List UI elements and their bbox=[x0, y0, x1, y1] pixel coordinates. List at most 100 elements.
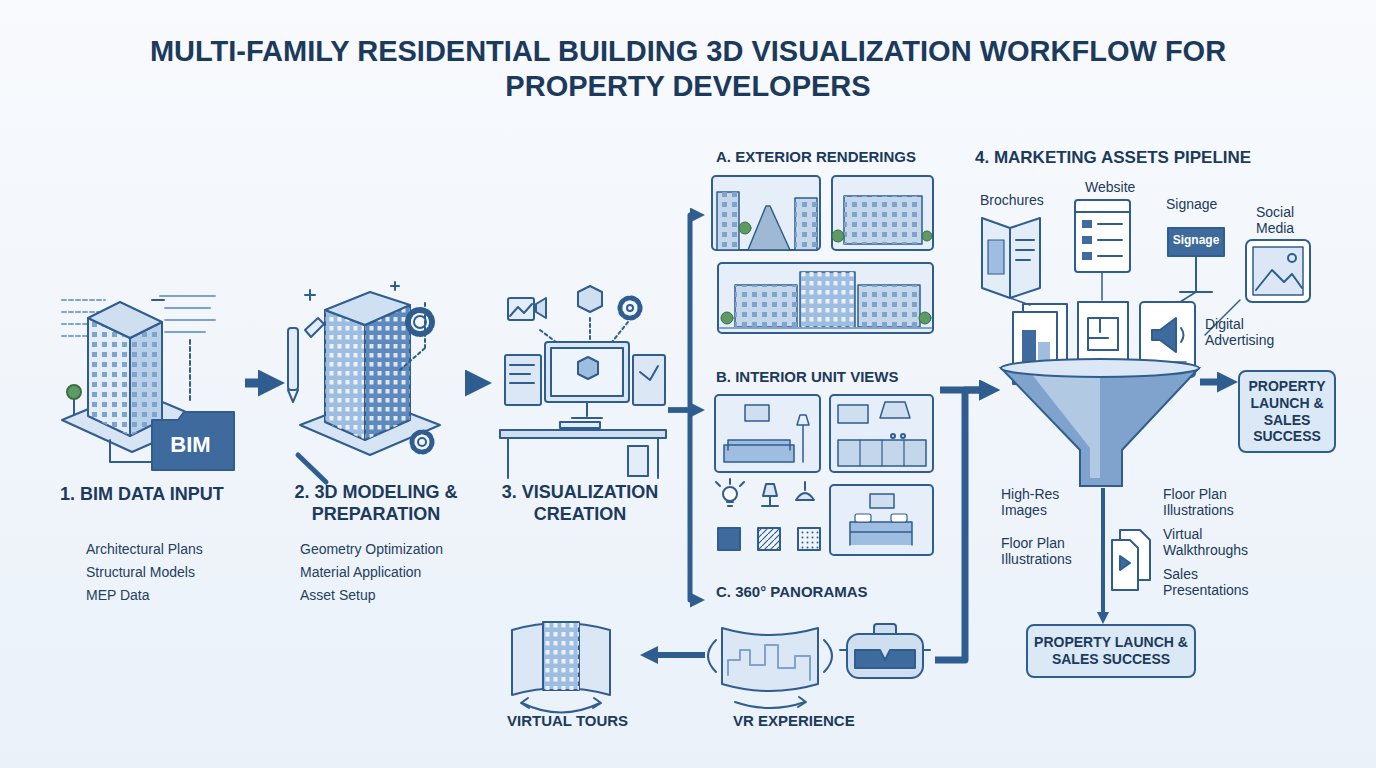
drawing-rect bbox=[735, 285, 797, 327]
drawing-polygon bbox=[578, 286, 602, 312]
drawing-rect bbox=[758, 528, 780, 550]
flow-arrow bbox=[652, 652, 705, 658]
drawing-path bbox=[572, 402, 602, 418]
exterior-images bbox=[712, 176, 933, 333]
heading: 1. BIM DATA INPUT bbox=[60, 484, 224, 506]
drawing-path bbox=[288, 390, 298, 402]
drawing-polygon bbox=[748, 206, 790, 250]
drawing-rect bbox=[633, 355, 665, 405]
drawing-rect bbox=[718, 528, 740, 550]
item-text: Structural Models bbox=[86, 564, 195, 580]
item-text: Geometry Optimization bbox=[300, 541, 443, 557]
channel-label: Brochures bbox=[980, 192, 1044, 208]
heading: B. INTERIOR UNIT VIEWS bbox=[716, 368, 899, 386]
stage-modeling: 2. 3D MODELING & PREPARATIONGeometry Opt… bbox=[285, 280, 470, 610]
drawing-rect bbox=[717, 192, 739, 250]
drawing-path bbox=[1152, 318, 1176, 352]
funnel-shape bbox=[1000, 358, 1200, 488]
drawing-rect bbox=[1082, 236, 1092, 244]
output-stage: VIRTUAL TOURS bbox=[500, 610, 640, 735]
heading: 3. VISUALIZATION CREATION bbox=[494, 482, 666, 525]
drawing-rect bbox=[745, 405, 769, 421]
drawing-circle bbox=[922, 231, 932, 241]
channel-label: Website bbox=[1085, 179, 1135, 195]
drawing-path bbox=[508, 438, 658, 478]
drawing-path bbox=[1010, 272, 1196, 305]
drawing-path bbox=[1009, 228, 1011, 298]
drawing-path bbox=[716, 479, 744, 506]
drawing-path bbox=[110, 440, 152, 462]
drawing-path bbox=[735, 702, 805, 708]
channel-label: High-Res Images bbox=[1001, 486, 1081, 518]
drawing-path bbox=[860, 440, 904, 466]
drawing-path bbox=[1180, 256, 1212, 292]
flow-arrow bbox=[1101, 488, 1105, 616]
sign-label: Signage bbox=[1168, 234, 1224, 248]
drawing-path bbox=[522, 703, 600, 713]
drawing-path bbox=[855, 650, 915, 668]
flow-arrow bbox=[1200, 379, 1224, 386]
drawing-rect bbox=[838, 440, 926, 466]
drawing-g bbox=[245, 215, 1224, 660]
output-group: B. INTERIOR UNIT VIEWS bbox=[705, 366, 940, 560]
item-text: Architectural Plans bbox=[86, 541, 203, 557]
drawing-path bbox=[840, 649, 930, 651]
drawing-circle bbox=[418, 438, 426, 446]
drawing-rect bbox=[795, 198, 817, 250]
drawing-rect bbox=[988, 240, 1004, 274]
drawing-path bbox=[512, 623, 610, 695]
drawing-rect bbox=[1082, 252, 1092, 260]
panorama-vr-tour bbox=[512, 622, 930, 713]
drawing-path bbox=[510, 304, 532, 316]
drawing-path bbox=[724, 440, 794, 462]
output-group: A. EXTERIOR RENDERINGS bbox=[705, 145, 940, 345]
channel-label: Sales Presentations bbox=[1163, 566, 1273, 598]
drawing-circle bbox=[1288, 254, 1296, 262]
drawing-circle bbox=[832, 230, 844, 242]
funnel: 4. MARKETING ASSETS PIPELINE bbox=[1000, 358, 1200, 488]
drawing-rect bbox=[288, 328, 298, 390]
drawing-path bbox=[189, 340, 191, 400]
folder-label: BIM bbox=[163, 432, 218, 457]
drawing-rect bbox=[717, 192, 739, 250]
diagram-title: MULTI-FAMILY RESIDENTIAL BUILDING 3D VIS… bbox=[130, 34, 1246, 104]
interior-images bbox=[715, 395, 933, 555]
drawing-path bbox=[796, 482, 814, 500]
drawing-circle bbox=[739, 222, 751, 234]
item-text: MEP Data bbox=[86, 587, 150, 603]
flow-arrow bbox=[245, 379, 267, 388]
box-text: PROPERTY LAUNCH & SALES SUCCESS bbox=[1034, 634, 1188, 668]
drawing-path bbox=[536, 298, 546, 318]
drawing-path bbox=[152, 412, 234, 470]
drawing-rect bbox=[800, 272, 855, 327]
flow-arrow bbox=[668, 215, 695, 410]
item-text: VR EXPERIENCE bbox=[733, 712, 855, 730]
drawing-path bbox=[798, 697, 806, 707]
funnel-highlight bbox=[1030, 372, 1100, 478]
drawing-polygon bbox=[325, 310, 365, 440]
drawing-rect bbox=[891, 514, 907, 522]
drawing-rect bbox=[832, 176, 933, 250]
channel-label: Floor Plan Illustrations bbox=[1001, 535, 1081, 567]
drawing-rect bbox=[1168, 228, 1224, 256]
drawing-rect bbox=[798, 528, 820, 550]
drawing-polygon bbox=[982, 218, 1040, 298]
drawing-rect bbox=[712, 176, 820, 250]
drawing-circle bbox=[721, 312, 733, 324]
drawing-rect bbox=[718, 263, 933, 333]
drawing-path bbox=[880, 402, 910, 418]
drawing-rect bbox=[844, 196, 922, 244]
drawing-rect bbox=[500, 430, 666, 438]
drawing-path bbox=[305, 282, 399, 300]
drawing-circle bbox=[620, 298, 640, 318]
drawing-path bbox=[1256, 270, 1302, 290]
drawing-path bbox=[1098, 224, 1122, 256]
heading: 4. MARKETING ASSETS PIPELINE bbox=[975, 148, 1251, 168]
channel-label: Digital Advertising bbox=[1205, 316, 1300, 348]
drawing-path bbox=[797, 415, 809, 462]
drawing-rect bbox=[800, 272, 855, 327]
workstation-illustration bbox=[500, 286, 666, 478]
drawing-rect bbox=[1246, 240, 1310, 302]
drawing-path bbox=[1120, 556, 1130, 570]
